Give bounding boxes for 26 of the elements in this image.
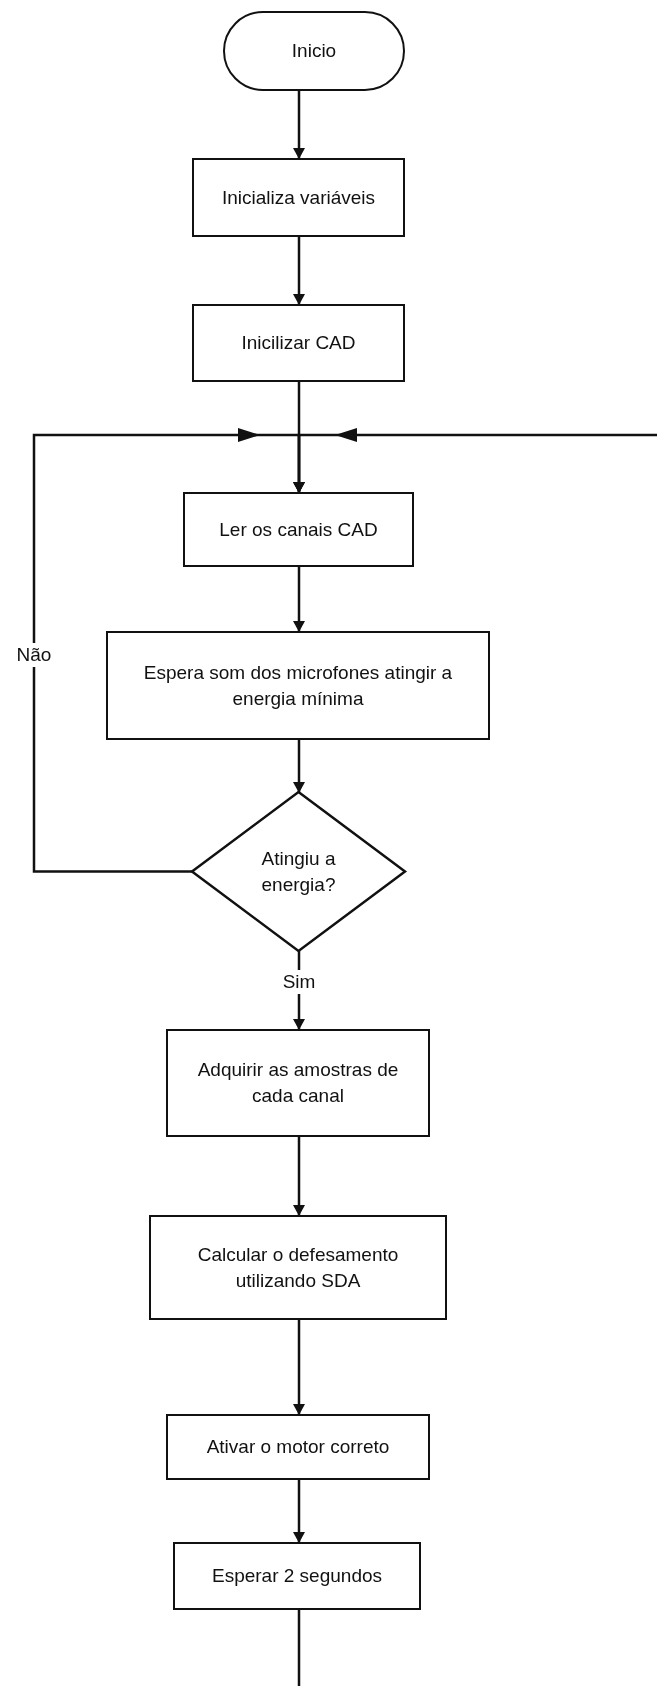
arrow	[293, 1137, 305, 1216]
node-text: Ativar o motor correto	[206, 1435, 390, 1460]
process-box	[183, 492, 414, 567]
node-text: Calcular o defesamento utilizando SDA	[196, 1242, 400, 1293]
node-text: Ler os canais CAD	[219, 517, 378, 542]
node-text: Espera som dos microfones atingir a energia mínima	[142, 660, 454, 711]
process-box	[106, 631, 490, 740]
arrow	[293, 91, 305, 159]
node-text: Inicilizar CAD	[241, 331, 356, 356]
arrow	[293, 237, 305, 305]
arrow	[293, 567, 305, 632]
node-text: Atingiu a energia?	[260, 846, 337, 897]
node-text: Adquirir as amostras de cada canal	[196, 1058, 400, 1108]
process-box	[192, 158, 405, 237]
process-box	[149, 1215, 447, 1320]
process-box	[166, 1414, 430, 1480]
process-box	[173, 1542, 421, 1610]
node-text: Inicio	[291, 39, 337, 64]
process-box	[192, 304, 405, 382]
arrow	[293, 428, 657, 1686]
arrow	[293, 1320, 305, 1415]
process-box	[166, 1029, 430, 1137]
node-text: Esperar 2 segundos	[211, 1564, 383, 1589]
arrow	[293, 740, 305, 793]
arrow	[293, 1480, 305, 1543]
node-text: Inicializa variáveis	[221, 185, 376, 210]
